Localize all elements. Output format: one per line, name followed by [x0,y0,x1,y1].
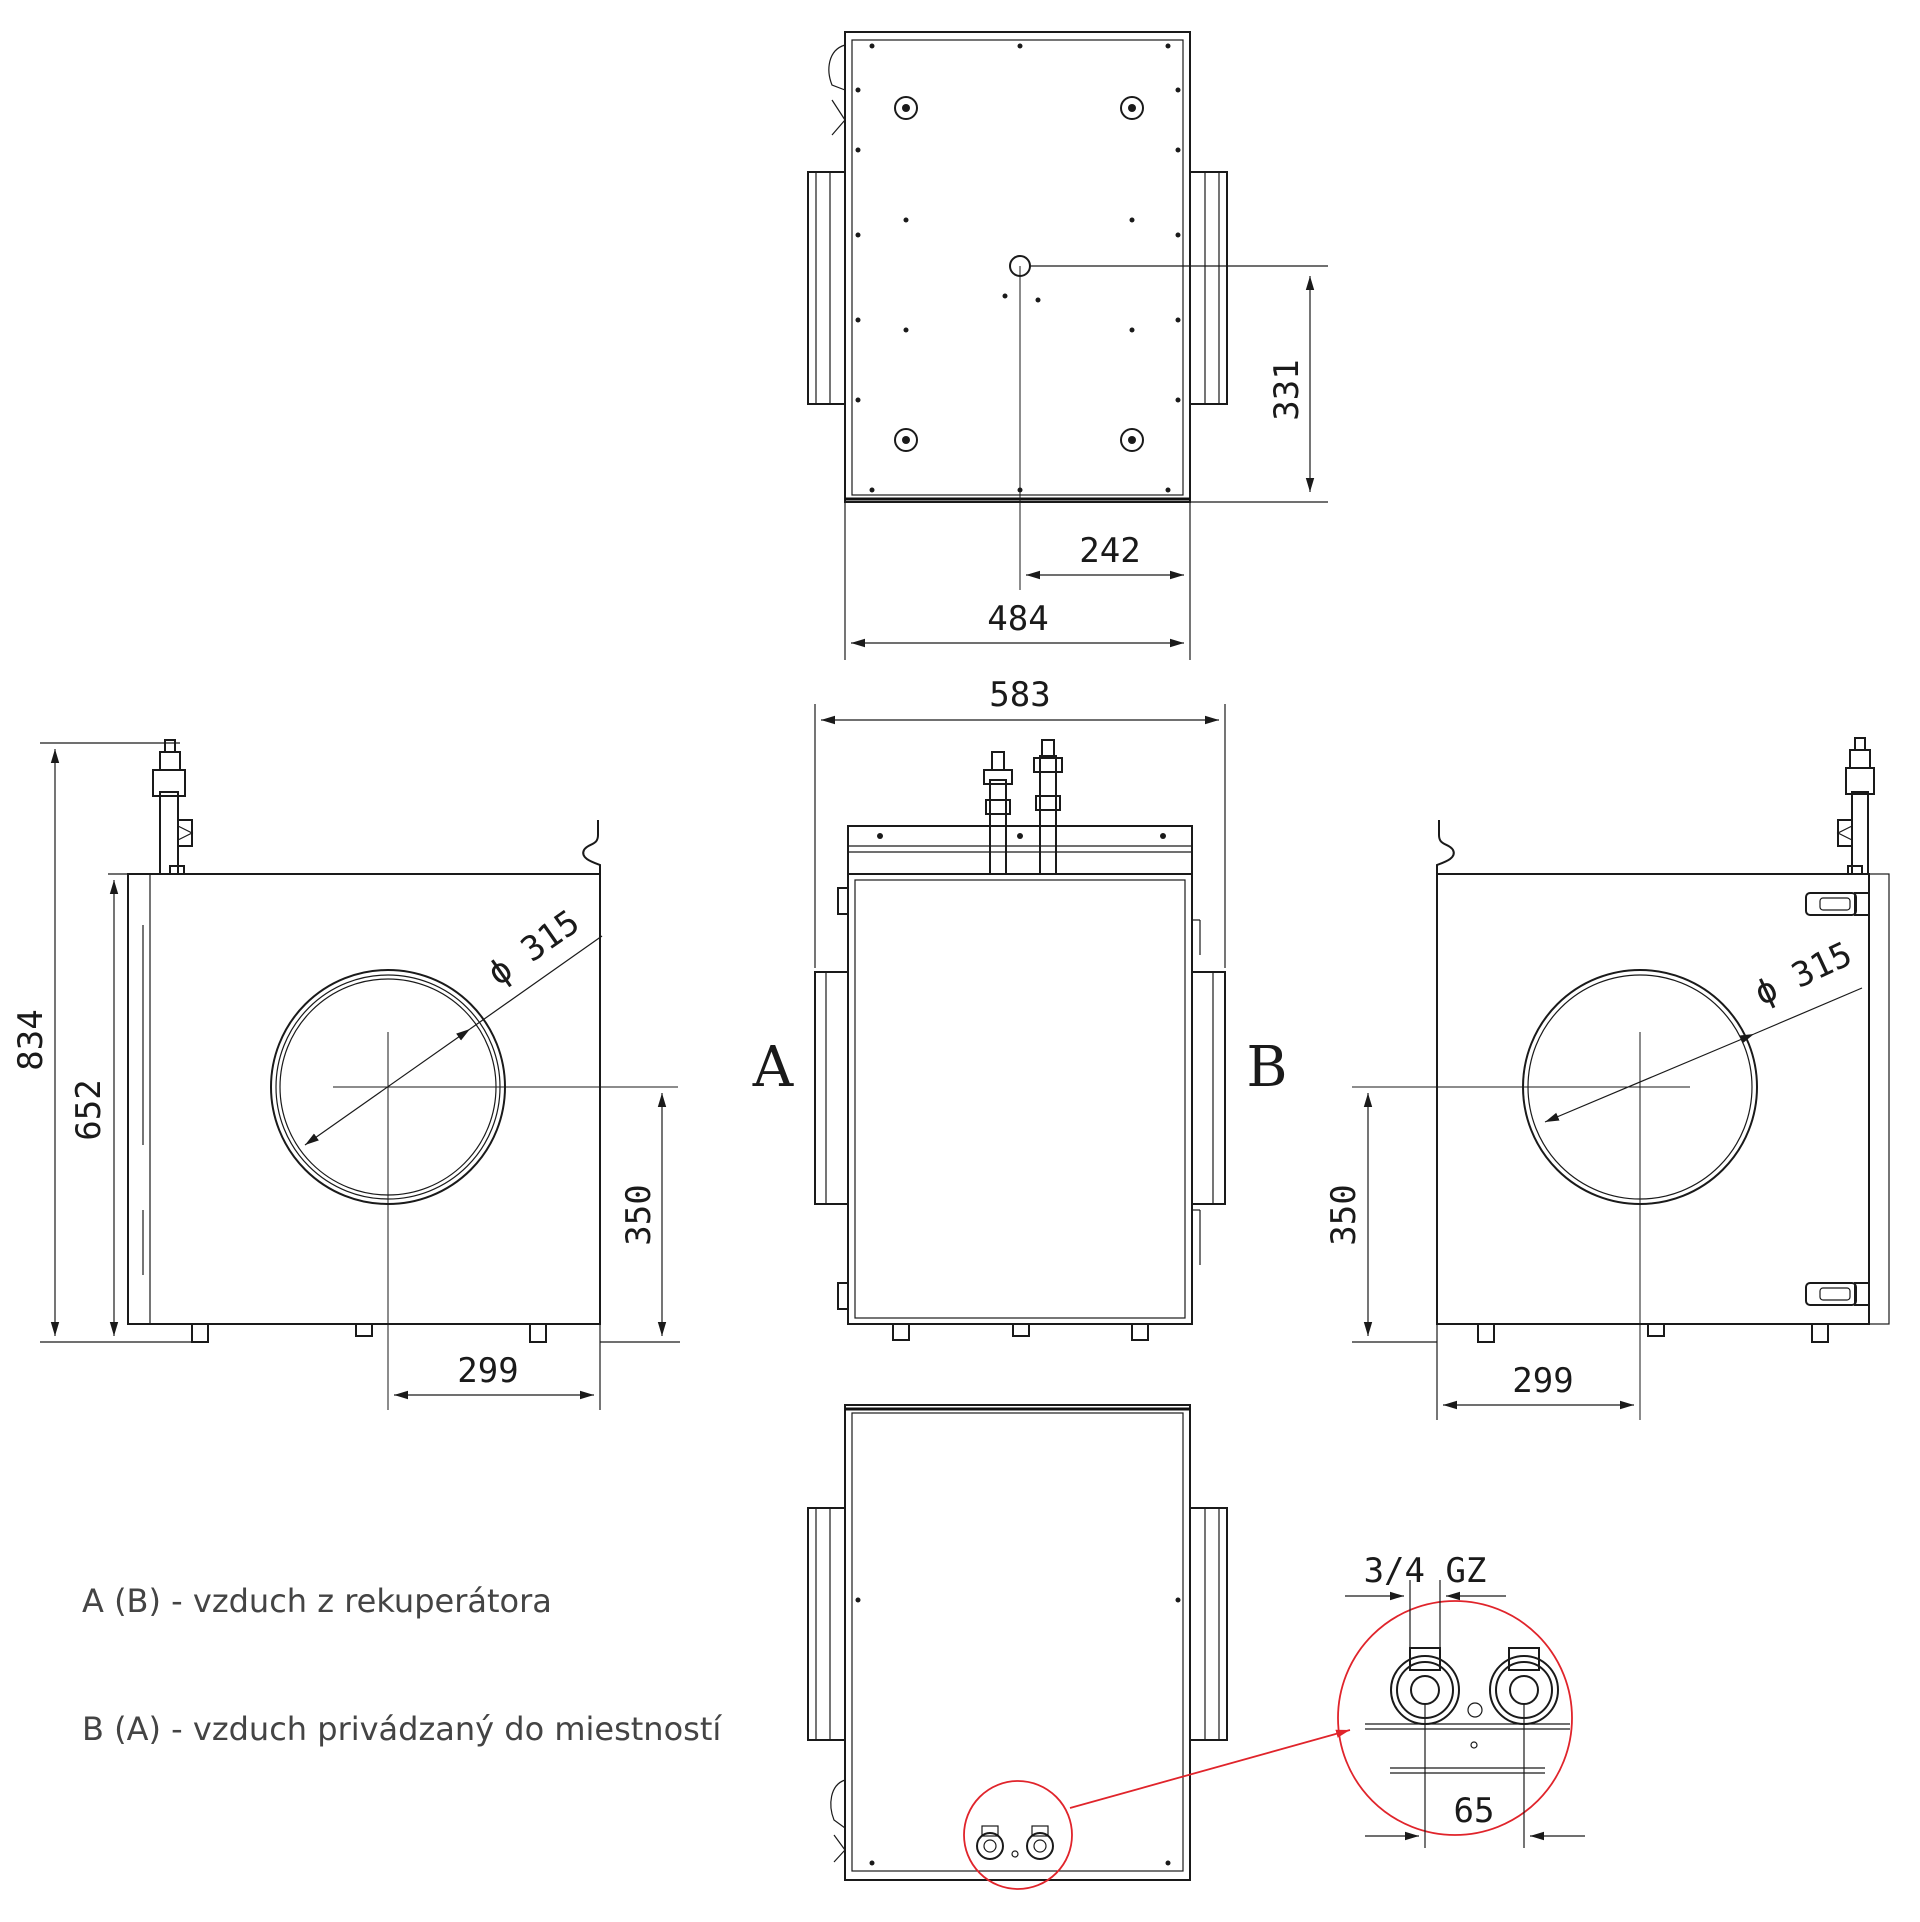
legend-line-1: A (B) - vzduch z rekuperátora [82,1582,552,1620]
front-view: 583 A B [752,675,1288,1341]
dim-diameter-right: ϕ 315 [1749,934,1859,1014]
dim-299-right: 299 [1512,1361,1573,1401]
dim-299-left: 299 [457,1351,518,1391]
legend: A (B) - vzduch z rekuperátora B (A) - vz… [82,1582,722,1748]
dim-thread-size: 3/4 GZ [1364,1551,1487,1591]
bottom-view [807,1404,1351,1890]
legend-line-2: B (A) - vzduch privádzaný do miestností [82,1710,722,1748]
detail-callout-circle [963,1780,1073,1890]
dim-350-right: 350 [1324,1184,1364,1245]
water-fitting-icon [1836,737,1875,875]
bolt-icon [894,96,1144,452]
dim-331: 331 [1267,359,1307,420]
dim-diameter-left: ϕ 315 [480,902,587,993]
side-label-b: B [1246,1035,1287,1100]
latch-icon [1805,892,1870,1306]
dim-652: 652 [69,1079,109,1140]
dim-834: 834 [11,1009,51,1070]
side-label-a: A [752,1035,794,1100]
fitting-detail: 3/4 GZ 65 [1337,1551,1585,1848]
rivet-dots [855,43,1181,493]
right-side-view: ϕ 315 350 299 [1324,737,1890,1420]
dim-spacing-65: 65 [1454,1791,1495,1831]
dim-350-left: 350 [619,1184,659,1245]
water-fitting-icon [152,739,194,875]
top-view: 331 242 484 [807,31,1328,660]
dim-484: 484 [987,599,1048,639]
dim-242: 242 [1079,531,1140,571]
detail-magnified-circle [1337,1600,1573,1836]
water-fitting-icon [976,1825,1054,1860]
water-fitting-icon [1390,1647,1559,1749]
dim-583: 583 [989,675,1050,715]
water-fitting-icon [983,739,1063,875]
left-side-view: ϕ 315 834 652 350 299 [11,739,680,1410]
